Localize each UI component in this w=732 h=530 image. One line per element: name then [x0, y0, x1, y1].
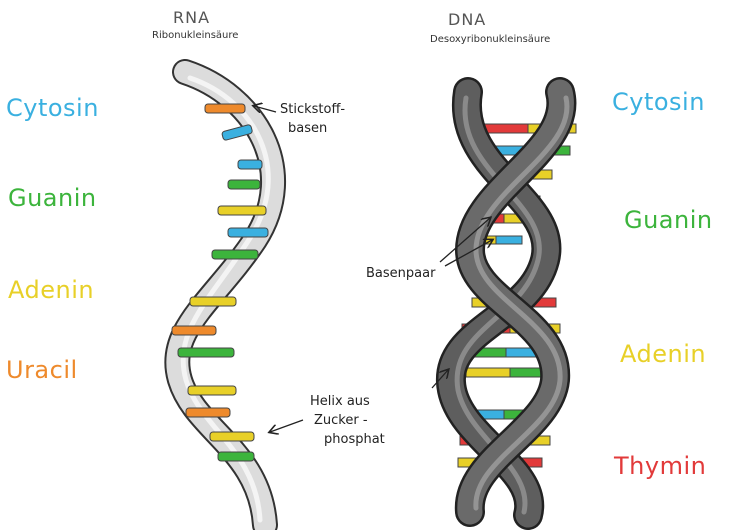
rna-base-rod: [209, 431, 255, 442]
annotation-helix-line2: Zucker -: [314, 413, 368, 428]
arrow-helix-dna: [431, 370, 448, 389]
dna-title: DNA: [448, 10, 487, 29]
dna-strand-2-shading: [473, 95, 570, 511]
rna-bases: [171, 103, 269, 462]
rna-base-rod: [204, 103, 246, 114]
dna-subtitle: Desoxyribonukleinsäure: [430, 34, 551, 45]
annotation-stickstoffbasen: Stickstoff- basen: [280, 100, 345, 138]
rna-base-rod: [177, 347, 235, 358]
rna-base-label-uracil: Uracil: [6, 356, 78, 384]
annotation-stickstoffbasen-line2: basen: [288, 121, 328, 136]
rna-base-rod: [217, 451, 255, 462]
rna-base-label-guanin: Guanin: [8, 184, 97, 212]
rna-base-rod: [187, 385, 237, 396]
dna-base-label-cytosin: Cytosin: [612, 88, 705, 116]
annotation-arrows: [254, 106, 492, 432]
dna-base-label-adenin: Adenin: [620, 340, 707, 368]
rna-base-rod: [171, 325, 217, 336]
arrow-helix-rna: [270, 419, 304, 432]
dna-strand-2: [457, 79, 574, 525]
rna-subtitle: Ribonukleinsäure: [152, 30, 239, 41]
arrow-stickstoffbasen: [254, 106, 277, 112]
rna-base-label-adenin: Adenin: [8, 276, 95, 304]
dna-base-pair: [465, 367, 551, 378]
annotation-helix: Helix aus Zucker - phosphat: [310, 392, 385, 449]
rna-base-rod: [211, 249, 259, 260]
annotation-helix-line1: Helix aus: [310, 394, 370, 409]
rna-base-rod: [189, 296, 237, 307]
dna-base-label-thymin: Thymin: [614, 452, 707, 480]
rna-base-label-cytosin: Cytosin: [6, 94, 99, 122]
arrow-basenpaar-2: [444, 240, 492, 267]
rna-title: RNA: [173, 8, 211, 27]
dna-base-label-guanin: Guanin: [624, 206, 713, 234]
rna-base-rod: [227, 179, 261, 190]
rna-base-rod: [237, 159, 263, 170]
annotation-stickstoffbasen-line1: Stickstoff-: [280, 102, 346, 117]
dna-helix: [435, 77, 577, 530]
rna-base-rod: [217, 205, 267, 216]
annotation-helix-line3: phosphat: [324, 432, 385, 447]
rna-base-rod: [221, 124, 253, 141]
arrow-basenpaar-1: [439, 218, 490, 263]
rna-base-rod: [185, 407, 231, 418]
annotation-basenpaar: Basenpaar: [366, 266, 436, 281]
rna-base-rod: [227, 227, 269, 238]
